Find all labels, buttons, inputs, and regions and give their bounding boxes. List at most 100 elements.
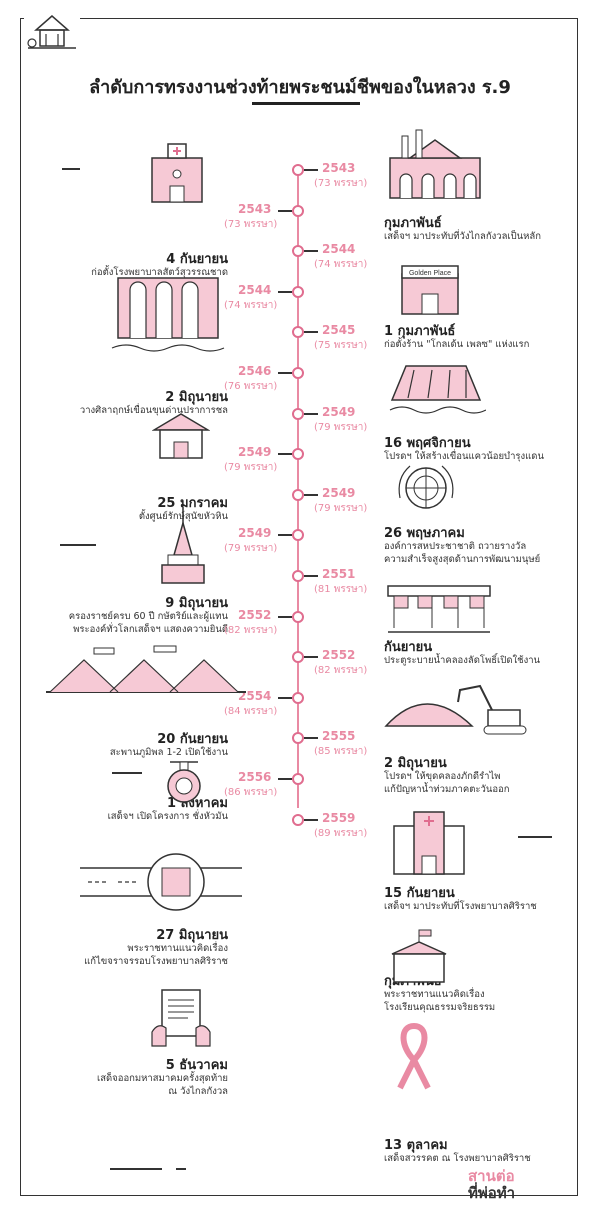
timeline-tick [278, 696, 292, 699]
event-description: วางศิลาฤกษ์เขื่อนขุนด่านปราการชล [80, 404, 228, 417]
event-description-line: ความสำเร็จสูงสุดด้านการพัฒนามนุษย์ [384, 554, 541, 565]
timeline-tick [278, 778, 292, 780]
page-title: ลำดับการทรงงานช่วงท้ายพระชนม์ชีพของในหลว… [89, 77, 511, 98]
event-year: 2549 [238, 526, 272, 541]
hospital-icon [393, 811, 465, 875]
event-description-line: สะพานภูมิพล 1-2 เปิดใช้งาน [109, 747, 228, 758]
event-age: (81 พรรษา) [314, 584, 368, 595]
event-description-line: โปรดฯ ให้ขุดคลองภักดีรำไพ [384, 771, 501, 782]
decor-dash [518, 836, 552, 838]
timeline-tick [304, 493, 318, 496]
timeline-tick [278, 209, 292, 212]
event-title: 27 มิถุนายน [156, 928, 228, 943]
event-age: (74 พรรษา) [314, 259, 368, 271]
event-description-line: เสด็จสวรรคต ณ โรงพยาบาลศิริราช [384, 1153, 531, 1164]
decor-dash [176, 1168, 186, 1170]
event-age: (73 พรรษา) [224, 218, 278, 230]
event-description-line: ก่อตั้งร้าน "โกลเด้น เพลซ" แห่งแรก [384, 339, 530, 350]
event-description: องค์การสหประชาชาติ ถวายรางวัลความสำเร็จส… [384, 540, 540, 566]
event-description: ก่อตั้งโรงพยาบาลสัตว์สุวรรณชาด [91, 266, 228, 279]
timeline-tick [304, 656, 318, 659]
timeline-dot [292, 732, 304, 745]
event-year: 2543 [238, 201, 272, 216]
event-description-line: เสด็จฯ มาประทับที่โรงพยาบาลศิริราช [384, 901, 537, 912]
event-year: 2549 [322, 404, 356, 419]
event-title: 1 กุมภาพันธ์ [384, 324, 456, 339]
timeline-tick [304, 575, 318, 577]
event-age: (79 พรรษา) [224, 543, 278, 555]
event-description-line: แก้ไขจราจรรอบโรงพยาบาลศิริราช [84, 956, 228, 967]
excavator-icon [384, 684, 527, 735]
event-title: กันยายน [384, 640, 433, 655]
scale-icon [167, 761, 201, 803]
timeline-dot [292, 610, 304, 623]
event-year: 2551 [322, 567, 356, 581]
event-description-line: พระราชทานแนวคิดเรื่อง [127, 943, 228, 954]
timeline-dot [292, 285, 304, 298]
event-age: (79 พรรษา) [314, 421, 368, 433]
event-description-line: ณ วังไกลกังวล [168, 1086, 228, 1097]
timeline-tick [304, 412, 318, 415]
event-year: 2552 [238, 607, 272, 622]
event-title: 5 ธันวาคม [165, 1058, 228, 1073]
animal-hospital-icon [151, 143, 203, 203]
decor-dash [110, 1168, 162, 1170]
event-description-line: พระองค์ทั่วโลกเสด็จฯ แสดงความยินดี [73, 624, 228, 635]
golden-place-shop-icon: Golden Place [401, 265, 459, 315]
event-age: (84 พรรษา) [224, 705, 278, 717]
event-age: (76 พรรษา) [224, 381, 278, 392]
palace-icon [389, 129, 481, 199]
event-description: ประตูระบายน้ำคลองลัดโพธิ์เปิดใช้งาน [384, 654, 540, 667]
event-age: (75 พรรษา) [314, 340, 368, 352]
brand-logo: สานต่อ ที่พ่อทำ [468, 1168, 515, 1202]
event-year: 2556 [238, 770, 272, 784]
event-year: 2554 [238, 688, 272, 703]
event-title: 9 มิถุนายน [165, 596, 228, 611]
timeline-tick [278, 372, 292, 374]
event-year: 2552 [322, 648, 356, 663]
event-description-line: แก้ปัญหาน้ำท่วมภาคตะวันออก [384, 784, 510, 795]
school-icon [391, 929, 447, 983]
event-description-line: โปรดฯ ให้สร้างเขื่อนแควน้อยบำรุงแดน [384, 451, 544, 462]
event-description: เสด็จฯ มาประทับที่วังไกลกังวลเป็นหลัก [384, 230, 541, 243]
document-hands-icon [151, 989, 211, 1047]
event-description: เสด็จฯ มาประทับที่โรงพยาบาลศิริราช [384, 900, 537, 913]
event-description: เสด็จสวรรคต ณ โรงพยาบาลศิริราช [384, 1152, 531, 1165]
dog-center-icon [152, 413, 210, 459]
timeline-tick [304, 737, 318, 740]
brand-line1: สานต่อ [468, 1167, 515, 1185]
roundabout-icon [80, 853, 242, 911]
event-title: 2 มิถุนายน [165, 390, 228, 405]
timeline-dot [292, 813, 304, 826]
spillway-dam-icon [389, 365, 486, 414]
timeline-dot [292, 529, 304, 542]
timeline-dot [292, 326, 304, 339]
event-year: 2546 [238, 364, 272, 378]
event-age: (79 พรรษา) [224, 462, 278, 474]
timeline-tick [304, 331, 318, 334]
event-age: (82 พรรษา) [314, 665, 368, 677]
timeline-dot [292, 367, 304, 379]
poster-frame [20, 18, 578, 1196]
event-title: กุมภาพันธ์ [384, 216, 442, 231]
timeline-dot [292, 407, 304, 420]
timeline-dot [292, 488, 304, 501]
event-title: 4 กันยายน [166, 252, 228, 267]
timeline-tick [304, 169, 318, 171]
event-description: เสด็จฯ เปิดโครงการ ชั่งหัวมัน [108, 810, 228, 823]
event-year: 2543 [322, 161, 356, 175]
event-title: 16 พฤศจิกายน [384, 436, 471, 451]
event-description: พระราชทานแนวคิดเรื่องแก้ไขจราจรรอบโรงพยา… [84, 942, 228, 968]
event-year: 2549 [322, 485, 356, 500]
event-year: 2555 [322, 729, 356, 744]
event-title: 15 กันยายน [384, 886, 455, 901]
event-description-line: เสด็จฯ มาประทับที่วังไกลกังวลเป็นหลัก [384, 231, 542, 242]
event-age: (74 พรรษา) [224, 299, 278, 311]
event-description: พระราชทานแนวคิดเรื่องโรงเรียนคุณธรรมจริย… [384, 988, 495, 1014]
event-description-line: องค์การสหประชาชาติ ถวายรางวัล [384, 541, 527, 552]
event-description-line: เสด็จออกมหาสมาคมครั้งสุดท้าย [96, 1073, 228, 1084]
timeline-dot [292, 204, 304, 217]
timeline-dot [292, 570, 304, 582]
ribbon-icon [397, 1023, 431, 1090]
event-year: 2545 [322, 323, 356, 338]
